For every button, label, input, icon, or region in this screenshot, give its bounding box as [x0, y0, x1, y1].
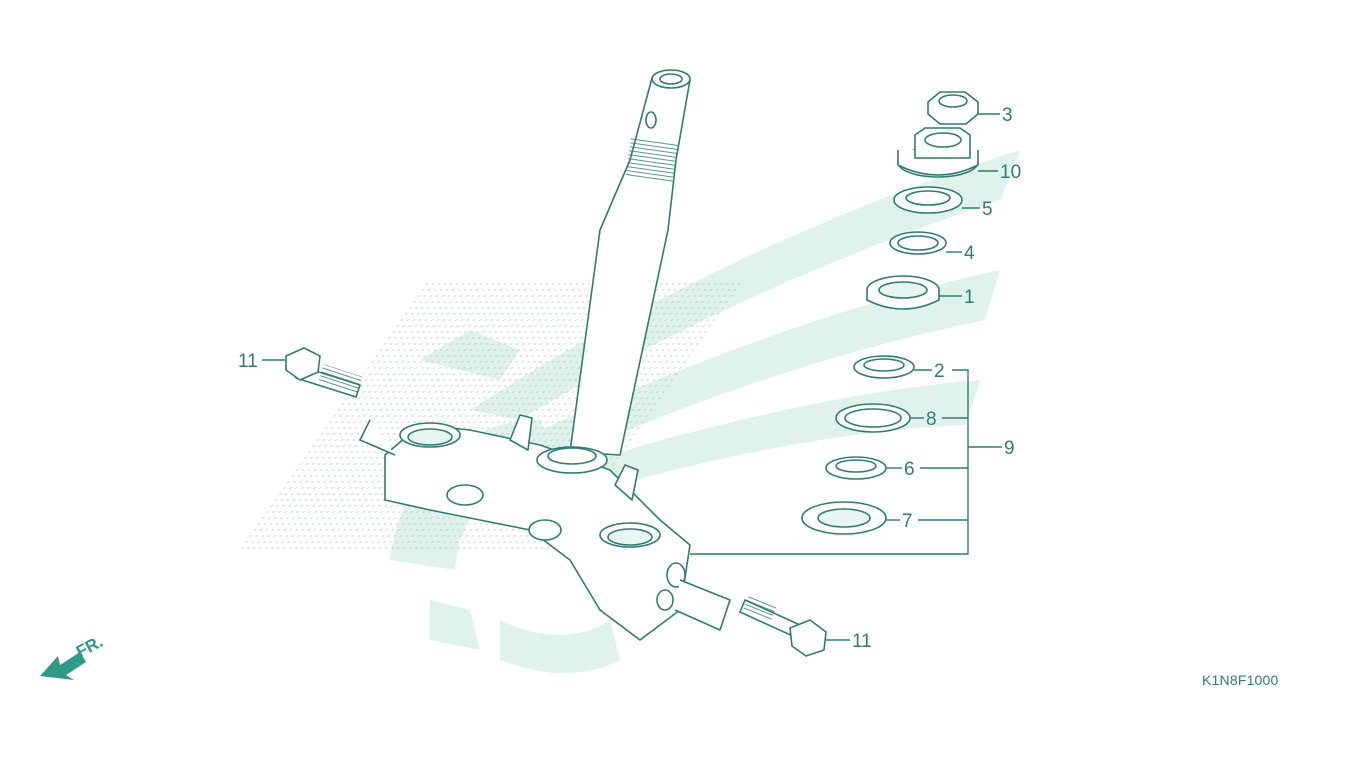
callout-6: 6 — [904, 459, 915, 480]
callout-8: 8 — [926, 409, 937, 430]
bolt-upper — [285, 347, 363, 398]
callout-4: 4 — [964, 243, 975, 264]
adjusting-nut — [897, 127, 979, 178]
lower-inner-race — [825, 456, 887, 480]
leader-lines — [262, 113, 1002, 641]
front-direction-arrow-icon: FR. — [40, 632, 106, 680]
dust-seal — [801, 501, 887, 535]
callout-10: 10 — [1000, 162, 1021, 183]
callout-11-lower: 11 — [852, 631, 872, 652]
upper-inner-race — [893, 186, 963, 214]
callout-9: 9 — [1004, 438, 1015, 459]
callout-labels: 3 10 5 4 1 2 8 9 6 7 11 11 — [238, 105, 1021, 652]
drawing-code: K1N8F1000 — [1202, 672, 1279, 688]
callout-3: 3 — [1002, 105, 1013, 126]
lower-ball-bearing — [835, 403, 911, 433]
callout-2: 2 — [934, 361, 945, 382]
steering-stem — [359, 69, 731, 641]
upper-ball-bearing — [889, 231, 947, 255]
callout-7: 7 — [902, 511, 913, 532]
callout-11-upper: 11 — [238, 351, 258, 372]
callout-1: 1 — [964, 287, 975, 308]
callout-5: 5 — [982, 199, 993, 220]
upper-outer-race — [866, 275, 940, 310]
lock-nut — [927, 91, 979, 125]
lower-outer-race — [853, 355, 915, 379]
bolt-lower — [739, 594, 827, 657]
